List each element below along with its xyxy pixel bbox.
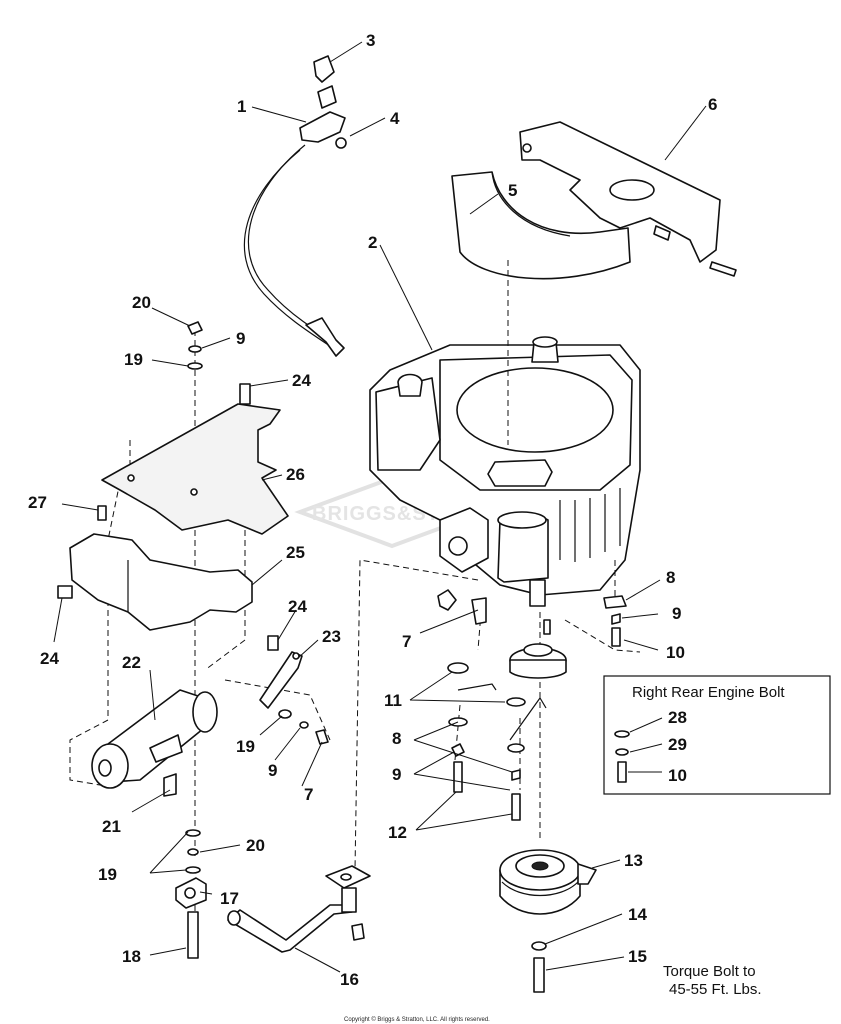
pulley-hardware (437, 589, 627, 821)
callout-28: 28 (668, 708, 687, 727)
pto-clutch (499, 849, 597, 993)
muffler (91, 689, 218, 797)
callout-24-left: 24 (40, 649, 59, 668)
heat-shield-26 (101, 403, 289, 535)
callout-29: 29 (668, 735, 687, 754)
callout-8-center: 8 (392, 729, 401, 748)
callout-10-right: 10 (666, 643, 685, 662)
callout-20-lower: 20 (246, 836, 265, 855)
callout-9-upper-left: 9 (236, 329, 245, 348)
right-rear-engine-bolt-inset: Right Rear Engine Bolt (603, 675, 831, 795)
callout-4: 4 (390, 109, 400, 128)
leader-lines (53, 41, 707, 973)
callout-26: 26 (286, 465, 305, 484)
callouts: 1 2 3 4 5 6 7 7 8 8 9 9 9 9 10 10 11 12 … (28, 31, 717, 989)
callout-7-upper: 7 (402, 632, 411, 651)
callout-19-middle: 19 (236, 737, 255, 756)
callout-23: 23 (322, 627, 341, 646)
callout-27: 27 (28, 493, 47, 512)
callout-18: 18 (122, 947, 141, 966)
air-cleaner-wrap (451, 171, 631, 280)
torque-note-line-2: 45-55 Ft. Lbs. (669, 981, 762, 998)
torque-note: Torque Bolt to 45-55 Ft. Lbs. (663, 963, 762, 998)
copyright-text: Copyright © Briggs & Stratton, LLC. All … (344, 1016, 490, 1023)
callout-1: 1 (237, 97, 246, 116)
callout-2: 2 (368, 233, 377, 252)
callout-20-upper: 20 (132, 293, 151, 312)
mounting-bracket (519, 121, 737, 277)
bracket-23 (259, 651, 303, 709)
callout-21: 21 (102, 817, 121, 836)
callout-24-middle: 24 (288, 597, 307, 616)
callout-24-upper: 24 (292, 371, 311, 390)
callout-13: 13 (624, 851, 643, 870)
callout-9-center: 9 (392, 765, 401, 784)
callout-16: 16 (340, 970, 359, 989)
throttle-cable (243, 55, 347, 357)
exhaust-pipe (175, 865, 371, 953)
callout-6: 6 (708, 95, 717, 114)
callout-22: 22 (122, 653, 141, 672)
callout-9-lower-left: 9 (268, 761, 277, 780)
callout-15: 15 (628, 947, 647, 966)
callout-12: 12 (388, 823, 407, 842)
callout-7-lower: 7 (304, 785, 313, 804)
callout-10-inset: 10 (668, 766, 687, 785)
engine (369, 336, 641, 607)
callout-19-upper: 19 (124, 350, 143, 369)
callout-14: 14 (628, 905, 647, 924)
heat-shield-25 (69, 533, 253, 631)
callout-11: 11 (384, 691, 402, 710)
callout-19-lower: 19 (98, 865, 117, 884)
callout-17: 17 (220, 889, 239, 908)
callout-8-right: 8 (666, 568, 675, 587)
callout-3: 3 (366, 31, 375, 50)
inset-title: Right Rear Engine Bolt (632, 684, 785, 701)
callout-25: 25 (286, 543, 305, 562)
callout-9-right: 9 (672, 604, 681, 623)
left-hardware (57, 321, 329, 959)
torque-note-line-1: Torque Bolt to (663, 963, 756, 980)
callout-5: 5 (508, 181, 517, 200)
